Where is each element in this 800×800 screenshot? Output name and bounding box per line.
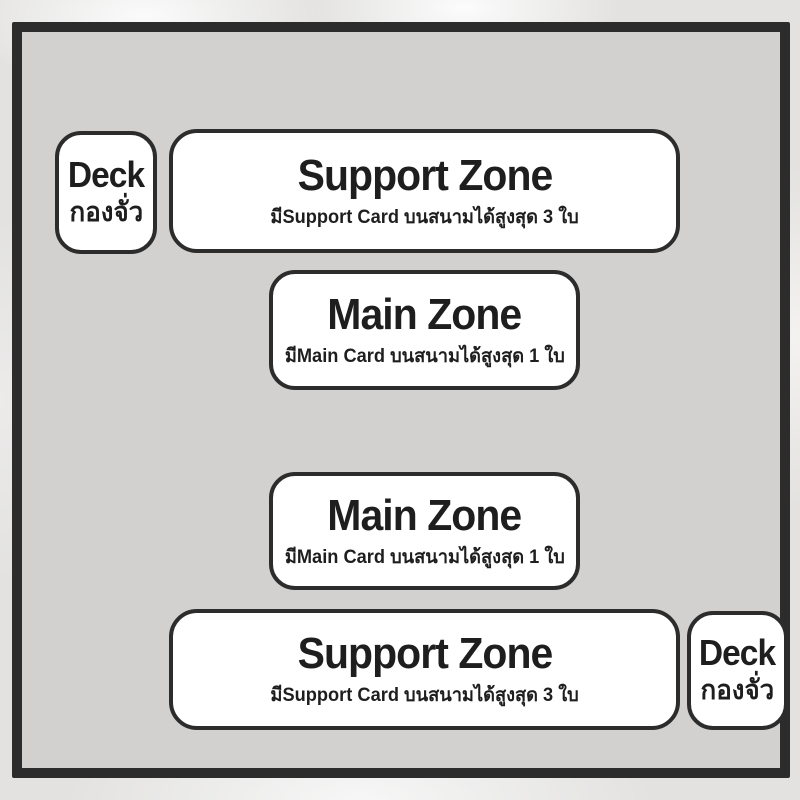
deck-zone-title: Deck <box>699 631 776 673</box>
support-zone-bottom: Support Zone มีSupport Card บนสนามได้สูง… <box>169 609 680 730</box>
main-zone-top: Main Zone มีMain Card บนสนามได้สูงสุด 1 … <box>269 270 580 390</box>
support-zone-title: Support Zone <box>297 150 553 200</box>
main-zone-title: Main Zone <box>327 289 523 339</box>
support-zone-top: Support Zone มีSupport Card บนสนามได้สูง… <box>169 129 680 253</box>
main-zone-subtitle-thai: มีMain Card บนสนามได้สูงสุด 1 ใบ <box>284 546 565 568</box>
play-field-board: Deck กองจั่ว Support Zone มีSupport Card… <box>12 22 790 778</box>
deck-zone-title: Deck <box>67 153 145 195</box>
deck-zone-bottom-right: Deck กองจั่ว <box>687 611 788 730</box>
main-zone-bottom: Main Zone มีMain Card บนสนามได้สูงสุด 1 … <box>269 472 580 590</box>
support-zone-subtitle-thai: มีSupport Card บนสนามได้สูงสุด 3 ใบ <box>270 685 579 707</box>
deck-zone-top-left: Deck กองจั่ว <box>55 131 157 254</box>
support-zone-subtitle-thai: มีSupport Card บนสนามได้สูงสุด 3 ใบ <box>270 206 579 228</box>
support-zone-title: Support Zone <box>297 629 553 679</box>
main-zone-title: Main Zone <box>327 490 523 540</box>
main-zone-subtitle-thai: มีMain Card บนสนามได้สูงสุด 1 ใบ <box>284 345 565 367</box>
deck-zone-subtitle-thai: กองจั่ว <box>69 196 143 227</box>
deck-zone-subtitle-thai: กองจั่ว <box>700 674 775 705</box>
